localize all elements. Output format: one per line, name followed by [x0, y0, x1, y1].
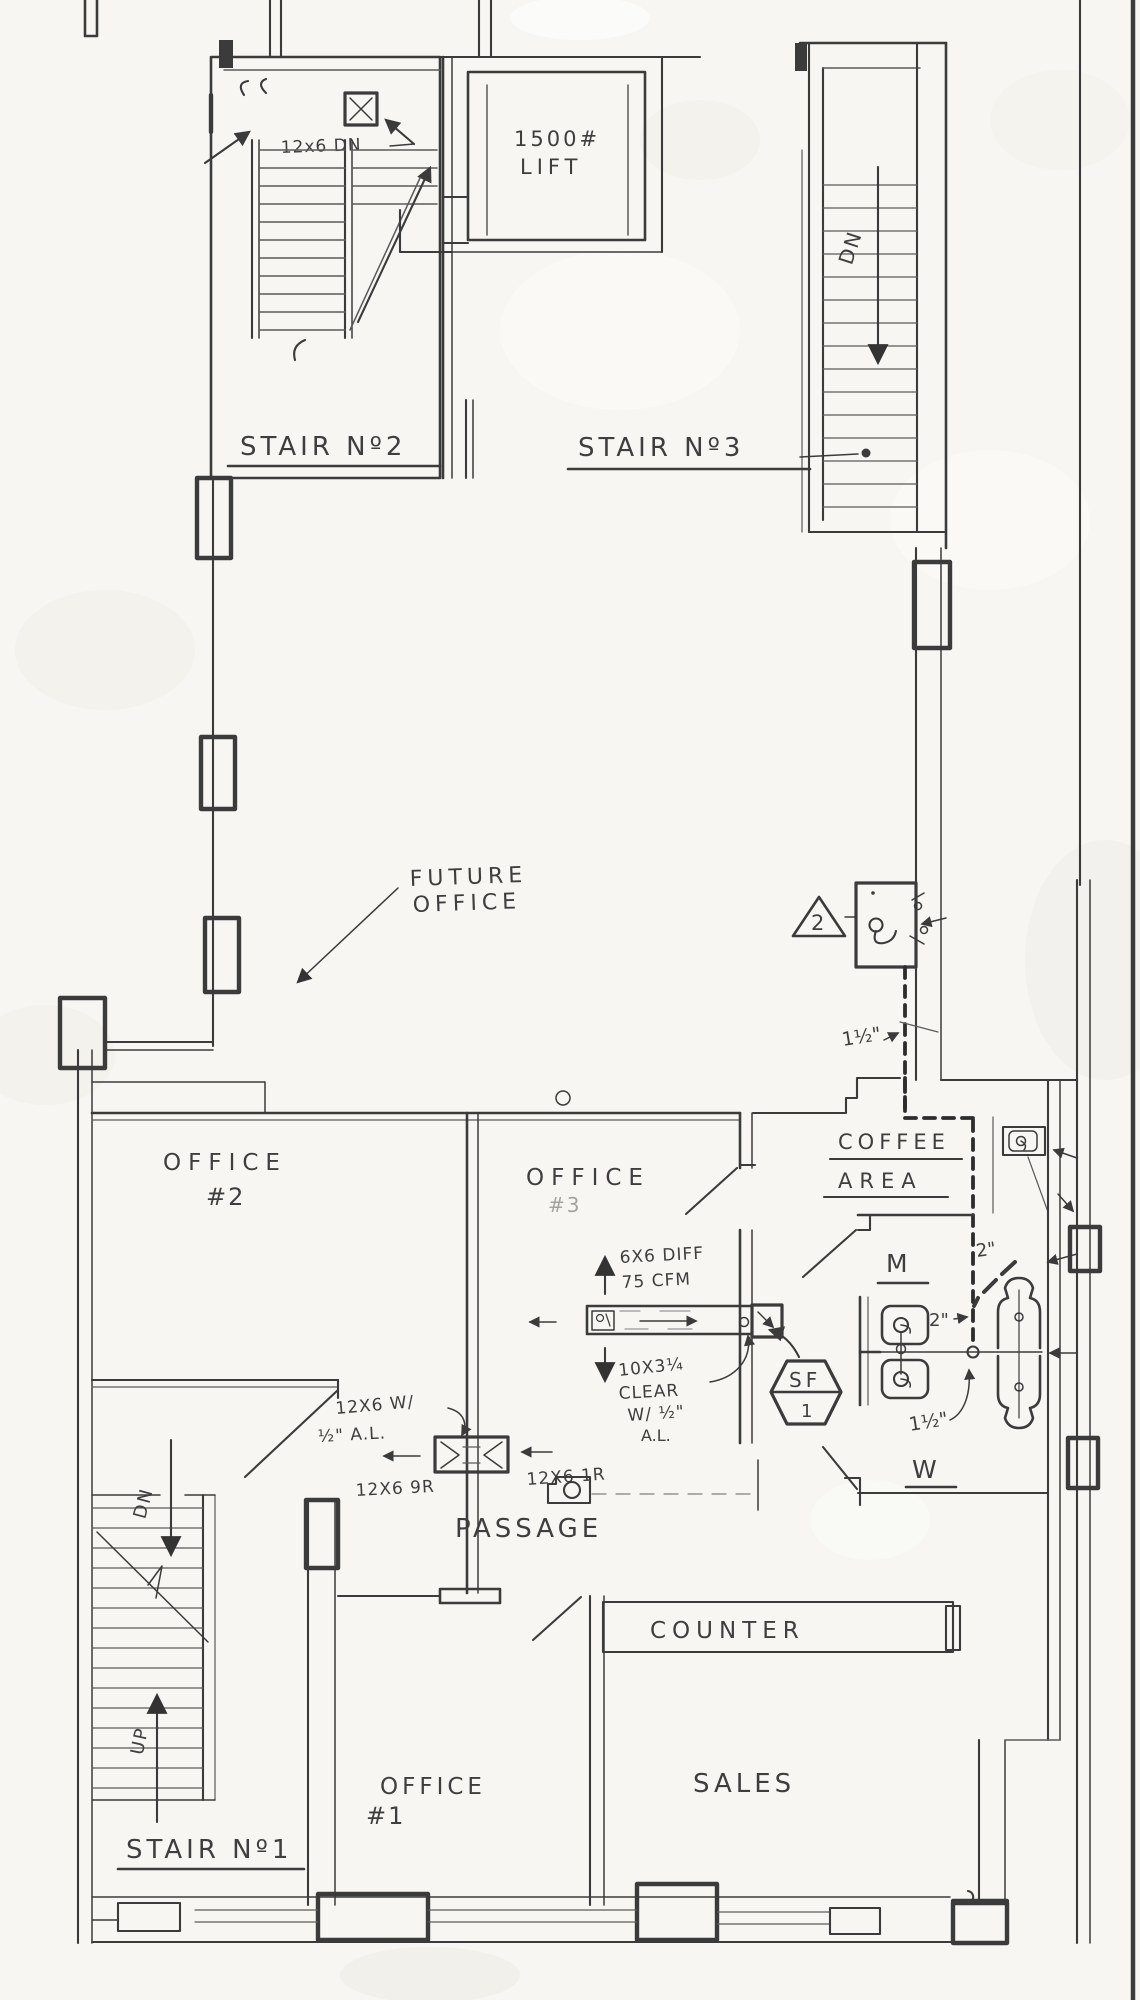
wall-pilaster	[202, 915, 242, 995]
stair3-treads	[822, 184, 918, 508]
door-leaf-mens	[801, 1228, 858, 1279]
room-label-stair2: STAIR Nº2	[240, 432, 406, 462]
lift-shaft: 1500# LIFT	[398, 55, 702, 254]
room-label-office1-1: OFFICE	[380, 1774, 486, 1800]
building-shell	[57, 0, 1136, 2000]
counter-label: COUNTER	[650, 1618, 805, 1644]
clearance-label-3: W/ ½"	[627, 1402, 686, 1426]
door-leaf-sales	[531, 1595, 583, 1642]
duct-chase	[219, 40, 233, 68]
lavatory-sink	[996, 1276, 1042, 1350]
wall-pilaster	[303, 1497, 341, 1571]
damper-circle	[738, 1316, 750, 1328]
duct-al-label-1: 12X6 W/	[335, 1392, 415, 1419]
room-label-stair3: STAIR Nº3	[578, 433, 744, 463]
wall-pilaster	[198, 734, 238, 812]
lavatory-sink	[996, 1354, 1042, 1430]
wall-segment	[438, 1587, 502, 1605]
riser-detail: 2 1½"	[791, 881, 975, 1312]
door-leaf-lobby	[243, 1388, 340, 1479]
stair1-dn-label: DN	[130, 1485, 158, 1521]
future-office-area: FUTURE OFFICE	[194, 475, 1079, 1082]
pipe-size-upper: 1½"	[840, 1023, 882, 1051]
clearance-label-4: A.L.	[641, 1426, 671, 1445]
wall-register-box	[433, 1435, 510, 1474]
duct-down-register	[343, 91, 379, 127]
display-case	[315, 1891, 431, 1943]
room-label-lift: LIFT	[520, 155, 582, 179]
pipe-joint	[966, 1345, 980, 1359]
stair3-dn-label: DN	[834, 227, 867, 267]
room-label-office3-2: #3	[548, 1193, 581, 1217]
stair2-block: 12x6 DN STAI	[203, 40, 474, 480]
annotation-duct-down: 12x6 DN	[280, 135, 361, 158]
room-label-office3-1: OFFICE	[526, 1165, 650, 1191]
detail-triangle-number: 2	[811, 911, 824, 935]
stair1-up-label: UP	[127, 1725, 153, 1757]
passage-area: 12X6 W/ ½" A.L. 12X6 9R 12X6 1R PASSAGE	[317, 1392, 758, 1544]
duct-9r-label: 12X6 9R	[355, 1477, 435, 1501]
duct-al-label-2: ½" A.L.	[317, 1423, 386, 1447]
future-office-label-2: OFFICE	[412, 889, 521, 918]
room-label-sales: SALES	[693, 1769, 795, 1799]
clearance-label-1: 10X3¼	[617, 1354, 684, 1381]
wall-pilaster	[1067, 1224, 1103, 1274]
storefront	[90, 1738, 1061, 1946]
lift-capacity-label: 1500#	[514, 127, 600, 151]
wall-base	[950, 1900, 1010, 1946]
toilet	[880, 1358, 930, 1400]
wall-pilaster	[911, 559, 953, 651]
restrooms: M 2" 2" 1½"	[757, 1213, 1078, 1511]
valve-symbol	[868, 917, 884, 933]
future-office-arrow	[296, 887, 399, 984]
office1-sales: COUNTER SALES OFFICE #1	[336, 1587, 962, 1907]
clearance-label-2: CLEAR	[618, 1381, 679, 1404]
coffee-area: COFFEE AREA	[751, 1076, 1103, 1742]
wall-chase-box	[57, 995, 108, 1071]
pipe-size-2in-upper: 2"	[975, 1238, 997, 1262]
stair-break-line	[96, 1531, 209, 1643]
supply-fan-symbol: SF 1	[769, 1359, 843, 1426]
duct-end-box	[750, 1303, 784, 1339]
stair2-treads	[250, 138, 438, 362]
detail-triangle	[791, 895, 847, 938]
room-label-office2-1: OFFICE	[163, 1150, 287, 1176]
counter: COUNTER	[601, 1600, 962, 1654]
display-case	[634, 1881, 720, 1943]
door-pivot-circle	[555, 1090, 571, 1106]
office-row: OFFICE #2 OFFICE #3	[90, 1081, 757, 1595]
room-label-office2-2: #2	[206, 1183, 245, 1211]
supply-fan-number: 1	[801, 1401, 812, 1422]
coffee-area-label-2: AREA	[838, 1169, 923, 1193]
coffee-area-label-1: COFFEE	[838, 1130, 950, 1154]
stair1-block: DN UP STAIR Nº1	[91, 1438, 341, 1907]
future-office-label-1: FUTURE	[409, 863, 527, 892]
room-label-passage: PASSAGE	[455, 1514, 602, 1544]
pipe-size-2in-mid: 2"	[929, 1310, 949, 1331]
diffuser-label-2: 75 CFM	[621, 1269, 691, 1293]
door-leaf-womens	[821, 1445, 859, 1491]
room-label-office1-2: #1	[366, 1802, 405, 1830]
fan-leader-arrow	[767, 1326, 801, 1359]
stair1-treads	[91, 1507, 204, 1789]
coffee-sink	[1001, 1125, 1047, 1157]
water-heater-box	[854, 881, 918, 969]
duct-cluster: 6X6 DIFF 75 CFM 10X3¼ CLEAR W/ ½" A.L. S…	[528, 1244, 843, 1445]
wall-pilaster	[194, 475, 234, 561]
diffuser-label-1: 6X6 DIFF	[619, 1244, 704, 1268]
thermostat-box	[546, 1475, 592, 1505]
stair3-block: DN STAIR Nº3	[566, 41, 948, 550]
room-label-stair1: STAIR Nº1	[126, 1835, 292, 1865]
leader-dot	[861, 448, 871, 458]
room-label-mens: M	[886, 1249, 910, 1278]
pipe-size-lower: 1½"	[907, 1408, 949, 1436]
toilet	[880, 1304, 930, 1346]
wall-pilaster	[1065, 1435, 1101, 1491]
room-label-womens: W	[912, 1455, 939, 1484]
door-leaf-office3	[684, 1166, 739, 1216]
supply-fan-label: SF	[789, 1368, 821, 1392]
